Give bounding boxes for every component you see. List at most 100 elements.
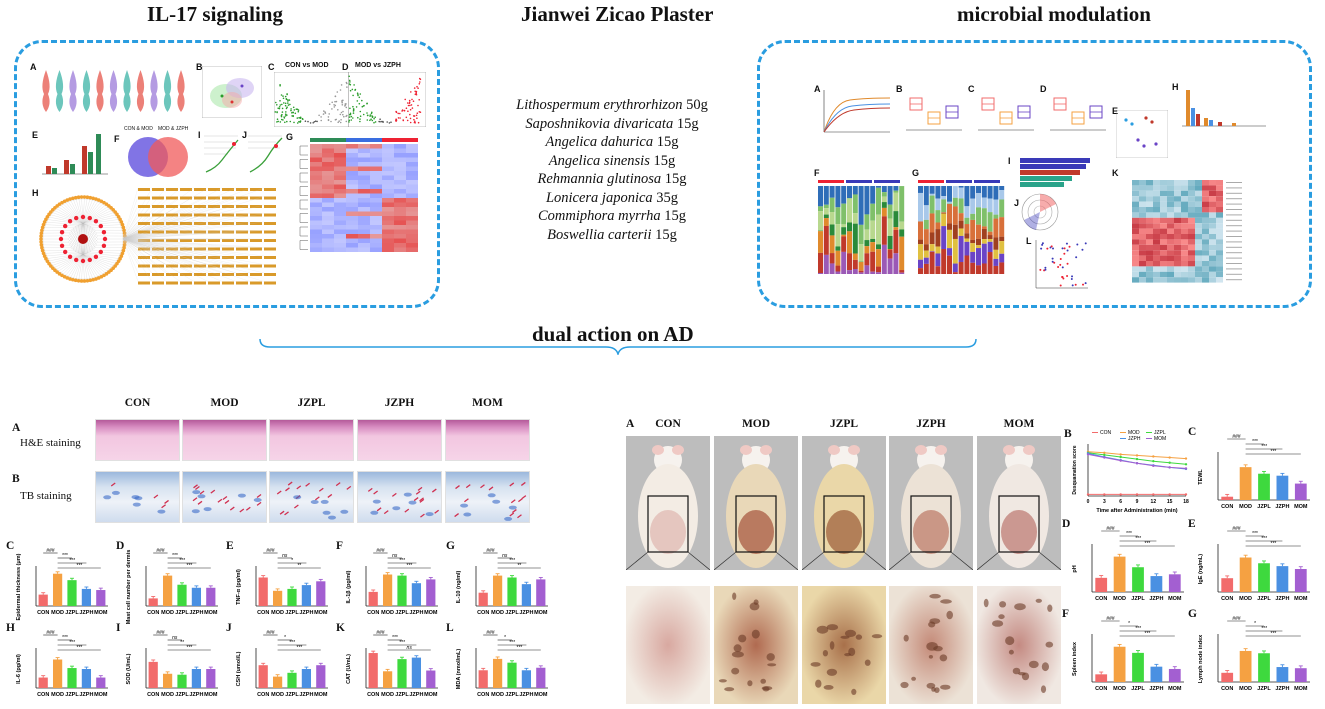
scatter-point <box>1069 246 1071 248</box>
violin <box>42 70 49 112</box>
y-axis-label: CAT (U/mL) <box>346 654 352 684</box>
heat-cell <box>358 176 370 181</box>
heat-cell <box>1139 191 1146 196</box>
heat-cell <box>1202 266 1209 271</box>
network-node <box>236 265 248 268</box>
group-strip <box>334 138 346 142</box>
mouse-group-header: CON <box>626 418 710 430</box>
network-node <box>152 282 164 285</box>
panel-label: H <box>6 622 15 634</box>
volcano-point <box>297 122 299 124</box>
x-tick-label: 18 <box>1183 499 1189 505</box>
volcano-point <box>418 99 420 101</box>
heat-cell <box>1195 207 1202 212</box>
stack-segment <box>953 239 958 264</box>
significance-mark: ### <box>1232 434 1241 440</box>
data-point <box>1185 463 1187 465</box>
bar <box>39 678 48 688</box>
heat-cell <box>334 221 346 226</box>
network-node <box>250 256 262 259</box>
x-tick-label: JZPH <box>519 610 533 616</box>
network-node <box>138 231 150 234</box>
heat-cell <box>310 153 322 158</box>
heat-cell <box>1160 223 1167 228</box>
violin-plot <box>36 64 191 114</box>
heat-cell <box>1146 180 1153 185</box>
volcano-point <box>352 89 354 91</box>
heat-cell <box>1153 272 1160 277</box>
heat-cell <box>358 225 370 230</box>
scatter-point <box>1041 244 1043 246</box>
data-point <box>1103 452 1105 454</box>
scatter-point <box>1075 256 1077 258</box>
x-tick-label: JZPL <box>175 692 189 698</box>
network-node <box>88 216 92 220</box>
x-tick-label: CON <box>1095 686 1107 692</box>
stack-segment <box>859 272 864 274</box>
y-axis-label: IL-1β (pg/ml) <box>346 570 352 603</box>
volcano-point <box>351 116 353 118</box>
bar <box>426 671 435 688</box>
bar <box>287 673 296 688</box>
heat-cell <box>1216 245 1223 250</box>
network-node <box>152 188 164 191</box>
heat-cell <box>346 167 358 172</box>
stack-segment <box>824 205 829 208</box>
volcano-point <box>312 122 314 124</box>
x-tick-label: MOD <box>51 692 64 698</box>
heat-cell <box>382 167 394 172</box>
volcano-point <box>417 87 419 89</box>
heat-cell <box>334 243 346 248</box>
il17-figure: A B C CON vs MOD D MOD vs JZPH E F CON &… <box>30 60 430 300</box>
heat-cell <box>1132 250 1139 255</box>
heat-cell <box>406 207 418 212</box>
bar <box>1240 558 1252 593</box>
bar <box>192 669 201 688</box>
x-tick-label: CON <box>257 692 269 698</box>
heat-cell <box>334 180 346 185</box>
volcano-point <box>276 104 278 106</box>
stack-segment <box>993 186 998 200</box>
herb-name: Boswellia carterii <box>547 227 651 243</box>
heat-cell <box>1202 245 1209 250</box>
volcano-point <box>277 107 279 109</box>
heat-cell <box>406 203 418 208</box>
heat-cell <box>358 171 370 176</box>
ppi-network <box>38 184 288 294</box>
data-point <box>1103 493 1105 495</box>
stack-segment <box>859 262 864 271</box>
volcano-point <box>349 114 351 116</box>
x-tick-label: JZPL <box>1257 596 1271 602</box>
heat-cell <box>382 162 394 167</box>
heat-cell <box>1153 212 1160 217</box>
bar <box>397 659 406 688</box>
data-point <box>1185 457 1187 459</box>
bar <box>1169 669 1181 682</box>
heat-cell <box>1139 223 1146 228</box>
stack-segment <box>864 229 869 240</box>
heat-cell <box>1188 218 1195 223</box>
volcano-point <box>293 107 295 109</box>
stack-segment <box>853 254 858 260</box>
bar <box>1277 667 1289 682</box>
scatter-point <box>1064 247 1066 249</box>
heat-cell <box>1174 266 1181 271</box>
network-node <box>180 273 192 276</box>
heat-cell <box>1174 180 1181 185</box>
significance-mark: ### <box>46 630 55 636</box>
heat-cell <box>346 176 358 181</box>
stack-segment <box>970 214 975 220</box>
heat-cell <box>1216 196 1223 201</box>
heat-cell <box>406 189 418 194</box>
heat-cell <box>1202 239 1209 244</box>
volcano-point <box>298 121 300 123</box>
stack-segment <box>947 230 952 248</box>
bar <box>67 580 76 606</box>
volcano-point <box>356 106 358 108</box>
violin <box>56 70 63 112</box>
volcano-point <box>419 78 421 80</box>
volcano-point <box>390 121 392 123</box>
